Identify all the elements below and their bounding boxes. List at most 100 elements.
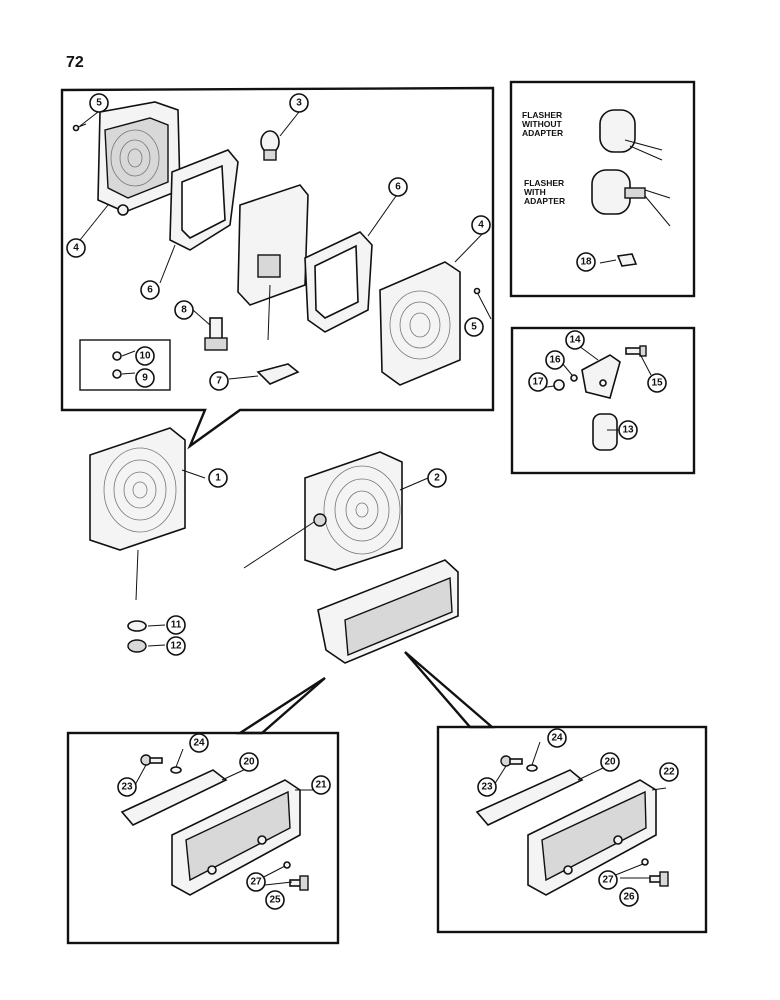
callout-3: 3 bbox=[289, 93, 309, 113]
callout-6-right: 6 bbox=[388, 177, 408, 197]
svg-text:27: 27 bbox=[602, 875, 614, 886]
svg-text:15: 15 bbox=[651, 378, 663, 389]
housing-right bbox=[527, 779, 657, 896]
socket-plate bbox=[237, 184, 309, 341]
svg-text:2: 2 bbox=[434, 473, 440, 484]
gasket-right bbox=[304, 231, 373, 333]
lens-plate-right bbox=[475, 769, 584, 826]
callout-23-left: 23 bbox=[117, 777, 137, 797]
screw-inset bbox=[112, 369, 122, 379]
callout-25: 25 bbox=[265, 890, 285, 910]
flasher-without-line-1: FLASHER bbox=[522, 110, 562, 120]
svg-text:7: 7 bbox=[216, 376, 222, 387]
plate bbox=[256, 363, 300, 385]
svg-text:8: 8 bbox=[181, 305, 187, 316]
svg-text:24: 24 bbox=[551, 733, 563, 744]
lamp-left bbox=[89, 427, 186, 601]
svg-text:26: 26 bbox=[623, 892, 635, 903]
svg-text:10: 10 bbox=[139, 351, 151, 362]
callout-13: 13 bbox=[618, 420, 638, 440]
svg-text:25: 25 bbox=[269, 895, 281, 906]
washer-24-right bbox=[526, 764, 538, 772]
callout-12: 12 bbox=[166, 636, 186, 656]
nut-27-left bbox=[283, 861, 291, 869]
star-washer bbox=[127, 620, 147, 632]
svg-text:23: 23 bbox=[121, 782, 133, 793]
svg-text:11: 11 bbox=[171, 620, 182, 631]
callout-11: 11 bbox=[166, 615, 186, 635]
svg-text:27: 27 bbox=[250, 877, 262, 888]
callout-18: 18 bbox=[576, 252, 596, 272]
exploded-view-panel bbox=[60, 86, 495, 450]
flasher-panel bbox=[509, 80, 696, 298]
lockwasher bbox=[570, 374, 578, 382]
callout-23-right: 23 bbox=[477, 777, 497, 797]
callout-8: 8 bbox=[174, 300, 194, 320]
callout-24-right: 24 bbox=[547, 728, 567, 748]
svg-text:14: 14 bbox=[569, 335, 581, 346]
svg-text:12: 12 bbox=[170, 641, 182, 652]
bolt bbox=[204, 317, 228, 351]
lamp-right bbox=[243, 451, 403, 571]
gasket-left bbox=[169, 149, 239, 251]
jam-nut bbox=[127, 639, 147, 653]
svg-text:5: 5 bbox=[471, 322, 477, 333]
lens-right bbox=[379, 261, 461, 386]
callout-14: 14 bbox=[565, 330, 585, 350]
callout-20-left: 20 bbox=[239, 752, 259, 772]
callout-17: 17 bbox=[528, 372, 548, 392]
svg-text:20: 20 bbox=[243, 757, 255, 768]
flasher-with-line-3: ADAPTER bbox=[524, 196, 565, 206]
svg-text:24: 24 bbox=[193, 738, 205, 749]
flasher-unit bbox=[592, 413, 618, 451]
callout-20-right: 20 bbox=[600, 752, 620, 772]
callout-6-left: 6 bbox=[140, 280, 160, 300]
screw-25 bbox=[289, 875, 309, 891]
adapter-clip bbox=[616, 253, 638, 267]
svg-text:16: 16 bbox=[549, 355, 561, 366]
rectangular-lamp bbox=[317, 559, 459, 664]
callout-10: 10 bbox=[135, 346, 155, 366]
screw-small-left bbox=[72, 123, 87, 132]
inset-box bbox=[79, 339, 171, 391]
screw-small-right bbox=[473, 287, 481, 295]
callout-27-left: 27 bbox=[246, 872, 266, 892]
washer-24-left bbox=[170, 766, 182, 774]
screw-26 bbox=[649, 871, 669, 887]
callout-5-left: 5 bbox=[89, 93, 109, 113]
lamp-housing-left bbox=[97, 101, 181, 216]
callout-24-left: 24 bbox=[189, 733, 209, 753]
flasher-with-adapter bbox=[591, 169, 671, 227]
flasher-without-line-2: WITHOUT bbox=[522, 119, 562, 129]
svg-text:18: 18 bbox=[580, 257, 592, 268]
callout-22: 22 bbox=[659, 762, 679, 782]
svg-text:23: 23 bbox=[481, 782, 493, 793]
callout-7: 7 bbox=[209, 371, 229, 391]
bulb bbox=[260, 130, 280, 161]
flasher-without-adapter bbox=[599, 109, 663, 161]
page-number: 72 bbox=[66, 54, 84, 71]
callout-1: 1 bbox=[208, 468, 228, 488]
screw-23-right bbox=[500, 755, 523, 767]
hex-nut bbox=[553, 379, 565, 391]
svg-text:1: 1 bbox=[215, 473, 221, 484]
callout-16: 16 bbox=[545, 350, 565, 370]
callout-26: 26 bbox=[619, 887, 639, 907]
nut-small bbox=[112, 351, 122, 361]
pointer-bottom-right bbox=[404, 651, 496, 729]
svg-text:13: 13 bbox=[622, 425, 634, 436]
nut-27-right bbox=[641, 858, 649, 866]
bottom-left-panel bbox=[66, 731, 340, 945]
bracket bbox=[581, 354, 621, 399]
callout-4-right: 4 bbox=[471, 215, 491, 235]
housing-left bbox=[171, 779, 301, 896]
svg-text:21: 21 bbox=[315, 780, 327, 791]
callout-21: 21 bbox=[311, 775, 331, 795]
flasher-without-line-3: ADAPTER bbox=[522, 128, 563, 138]
svg-text:4: 4 bbox=[478, 220, 484, 231]
flasher-with-line-2: WITH bbox=[524, 187, 546, 197]
svg-text:9: 9 bbox=[142, 373, 148, 384]
bracket-panel bbox=[510, 326, 696, 475]
svg-text:3: 3 bbox=[296, 98, 302, 109]
